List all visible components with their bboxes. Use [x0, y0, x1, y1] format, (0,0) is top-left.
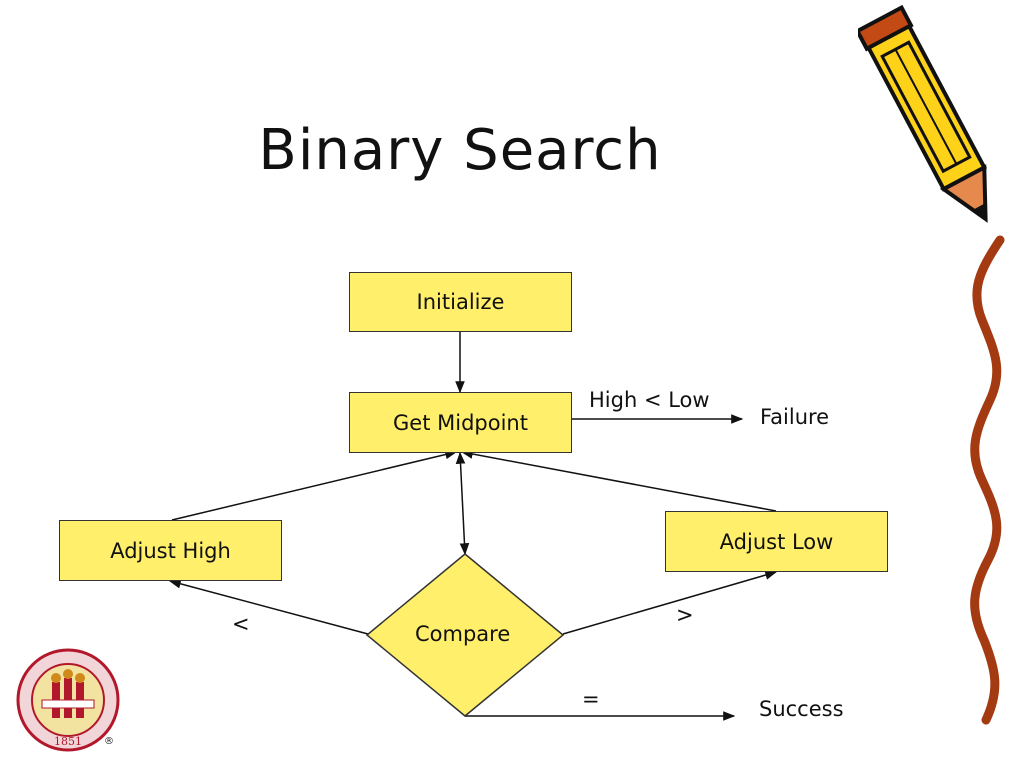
- edge-midpoint-compare: [455, 451, 470, 556]
- get-midpoint-node: Get Midpoint: [349, 392, 572, 453]
- failure-outcome: Failure: [760, 405, 830, 429]
- edge-label-less-than: <: [232, 612, 250, 636]
- initialize-node: Initialize: [349, 272, 572, 332]
- compare-diamond-shape: [365, 553, 565, 717]
- ribbon-decoration: [970, 235, 1005, 725]
- edge-label-equals: =: [582, 687, 600, 711]
- university-seal-logo: 1851: [16, 648, 120, 752]
- registered-mark: ®: [104, 736, 114, 747]
- edge-label-high-lt-low: High < Low: [589, 388, 710, 412]
- edge-adjustlow-midpoint: [460, 449, 777, 512]
- slide-title: Binary Search: [258, 118, 662, 183]
- edge-adjusthigh-midpoint: [171, 449, 458, 521]
- seal-year: 1851: [54, 735, 82, 748]
- edge-compare-adjustlow: [562, 570, 778, 635]
- pencil-icon: [858, 4, 988, 223]
- edge-compare-adjusthigh: [168, 579, 369, 635]
- edge-label-greater-than: >: [676, 603, 694, 627]
- success-outcome: Success: [759, 697, 844, 721]
- compare-node-label: Compare: [415, 622, 511, 646]
- adjust-low-node: Adjust Low: [665, 511, 888, 572]
- adjust-high-node: Adjust High: [59, 520, 282, 581]
